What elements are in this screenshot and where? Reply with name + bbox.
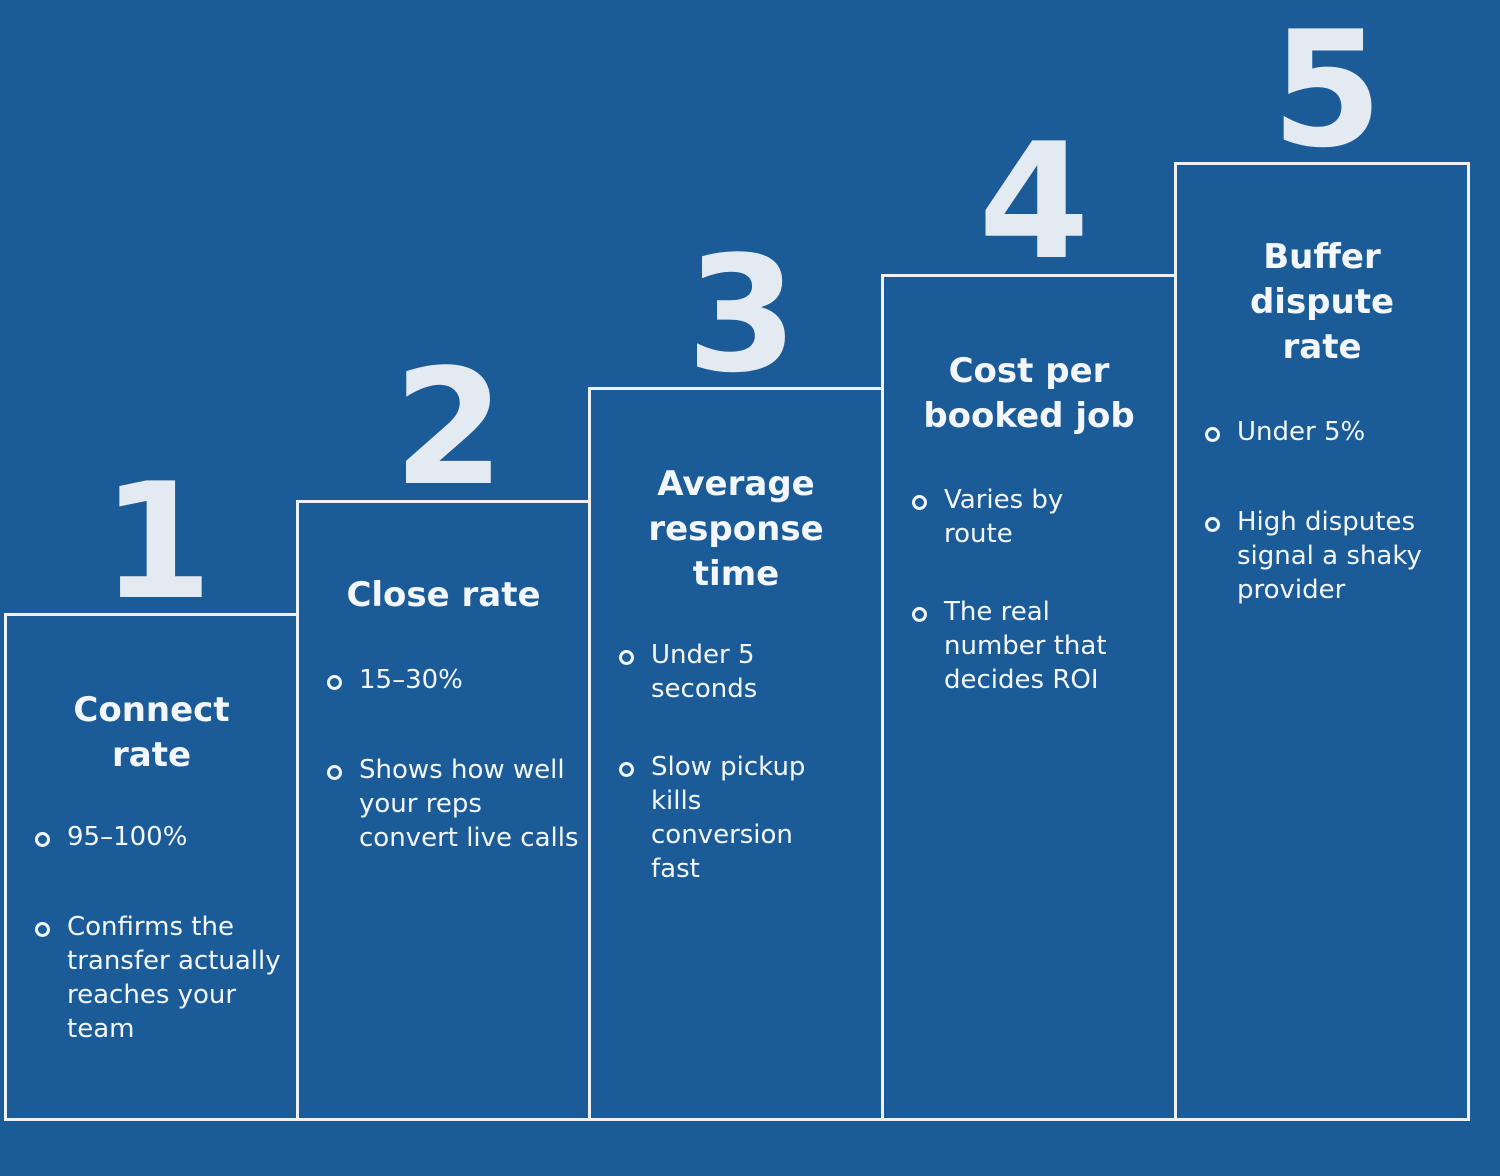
bullet-text: Confirms the transfer actually reaches y…: [67, 912, 281, 1044]
step-4-bullets: Varies by route The real number that dec…: [910, 483, 1166, 697]
bullet-text: Under 5%: [1237, 417, 1366, 447]
bullet-circle-icon: [619, 762, 634, 777]
bullet-circle-icon: [619, 650, 634, 665]
step-3-bullet-1: Under 5 seconds: [617, 638, 873, 706]
bullet-circle-icon: [912, 495, 927, 510]
step-3-bullet-2: Slow pickup kills conversion fast: [617, 750, 873, 886]
step-3-title: Average response time: [648, 464, 824, 594]
bullet-circle-icon: [327, 765, 342, 780]
step-3-number: 3: [686, 221, 797, 408]
bullet-text: Slow pickup kills conversion fast: [651, 752, 806, 884]
bullet-circle-icon: [327, 675, 342, 690]
step-5-number: 5: [1271, 0, 1382, 183]
step-5-box: Buffer dispute rate Under 5% High disput…: [1174, 162, 1470, 1121]
step-1-box: Connect rate 95–100% Confirms the transf…: [4, 613, 299, 1121]
bullet-text: Varies by route: [944, 485, 1064, 549]
bullet-text: 15–30%: [359, 665, 463, 695]
step-2-bullets: 15–30% Shows how well your reps convert …: [325, 663, 580, 855]
step-1-bullets: 95–100% Confirms the transfer actually r…: [33, 820, 288, 1046]
step-5-bullets: Under 5% High disputes signal a shaky pr…: [1203, 415, 1459, 607]
step-1-bullet-1: 95–100%: [33, 820, 288, 854]
bullet-circle-icon: [912, 607, 927, 622]
bullet-circle-icon: [35, 922, 50, 937]
bullet-text: Under 5 seconds: [651, 640, 758, 704]
bullet-text: 95–100%: [67, 822, 188, 852]
bullet-circle-icon: [1205, 427, 1220, 442]
step-5-title: Buffer dispute rate: [1249, 237, 1395, 367]
bullet-circle-icon: [35, 832, 50, 847]
step-2-title: Close rate: [346, 575, 541, 615]
step-2-bullet-2: Shows how well your reps convert live ca…: [325, 753, 580, 855]
bullet-text: High disputes signal a shaky provider: [1237, 507, 1422, 605]
step-1-title: Connect rate: [73, 690, 230, 775]
step-3-box: Average response time Under 5 seconds Sl…: [588, 387, 884, 1121]
step-4-title: Cost per booked job: [923, 351, 1135, 436]
step-3-bullets: Under 5 seconds Slow pickup kills conver…: [617, 638, 873, 886]
step-1-number: 1: [101, 448, 212, 635]
step-4-box: Cost per booked job Varies by route The …: [881, 274, 1177, 1121]
bullet-text: Shows how well your reps convert live ca…: [359, 755, 579, 853]
bullet-circle-icon: [1205, 517, 1220, 532]
step-4-number: 4: [978, 108, 1089, 295]
bullet-text: The real number that decides ROI: [944, 597, 1107, 695]
step-4-bullet-1: Varies by route: [910, 483, 1166, 551]
step-5-bullet-2: High disputes signal a shaky provider: [1203, 505, 1459, 607]
step-1-bullet-2: Confirms the transfer actually reaches y…: [33, 910, 288, 1046]
step-2-bullet-1: 15–30%: [325, 663, 580, 697]
step-2-box: Close rate 15–30% Shows how well your re…: [296, 500, 591, 1121]
step-5-bullet-1: Under 5%: [1203, 415, 1459, 449]
step-2-number: 2: [393, 334, 504, 521]
step-4-bullet-2: The real number that decides ROI: [910, 595, 1166, 697]
